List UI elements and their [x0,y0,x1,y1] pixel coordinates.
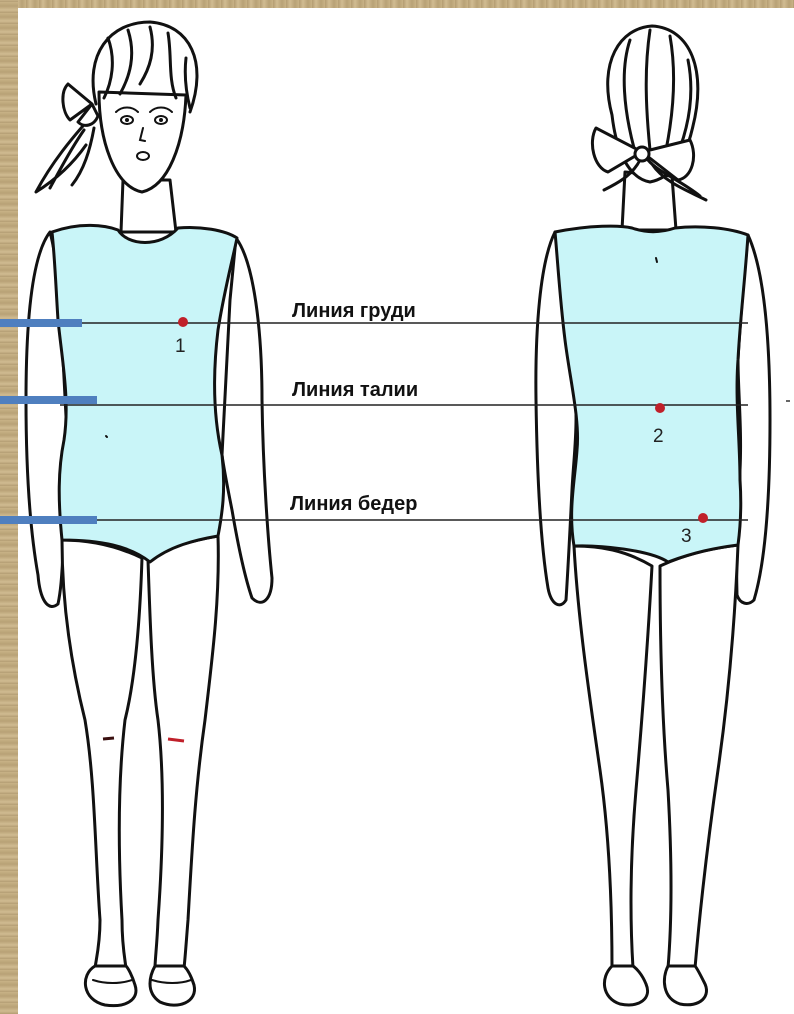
back-left-leg [574,546,652,968]
front-knee-mark-right [168,739,184,741]
front-knee-mark-left [103,738,114,739]
front-left-leg [62,540,142,968]
waist-line-label: Линия талии [292,379,418,401]
point-2-marker [655,403,665,413]
point-2-label: 2 [653,426,664,447]
front-right-arm [222,238,272,602]
front-right-leg [148,536,218,968]
waist-indicator-bar [0,396,97,404]
front-face [99,92,186,192]
front-dot-mark [106,436,107,437]
point-1-label: 1 [175,336,186,357]
back-right-leg [660,545,738,968]
back-bodysuit [555,226,748,562]
front-figure [26,22,272,1006]
back-left-shoe [604,966,647,1005]
point-3-marker [698,513,708,523]
hip-line-label: Линия бедер [290,493,417,515]
back-bow-knot [635,147,649,161]
front-right-shoe [150,966,195,1005]
chest-indicator-bar [0,319,82,327]
chest-line-label: Линия груди [292,300,416,322]
hip-indicator-bar [0,516,97,524]
point-1-marker [178,317,188,327]
front-bodysuit [52,225,237,562]
back-suit-mark [656,258,657,262]
front-ponytail [36,118,94,192]
back-right-shoe [664,966,706,1005]
point-3-label: 3 [681,526,692,547]
back-figure [536,26,770,1005]
front-left-shoe [85,966,136,1006]
